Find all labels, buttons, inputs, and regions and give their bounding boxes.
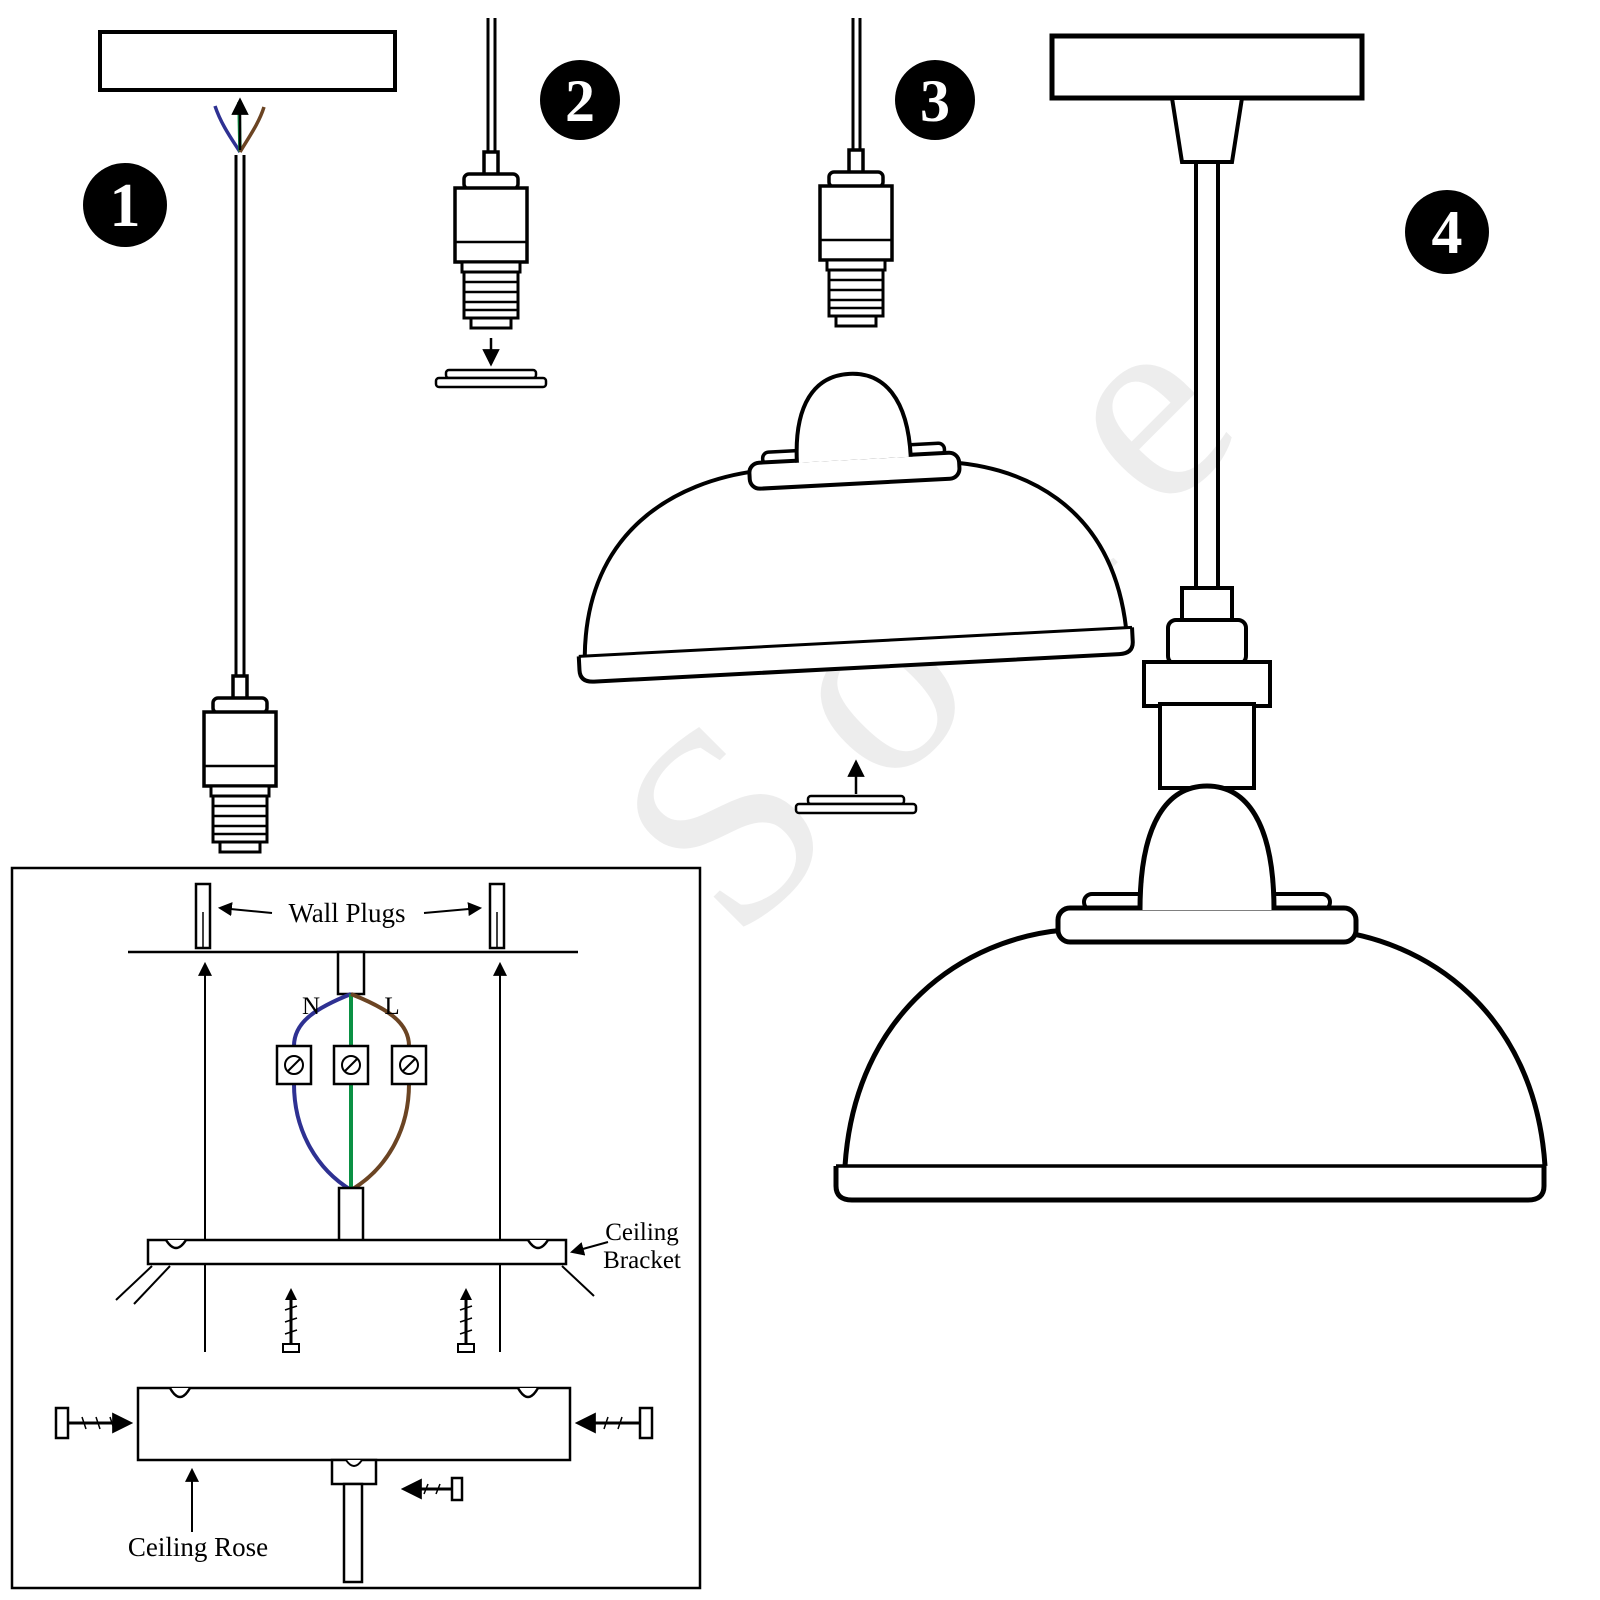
ceiling-plate	[98, 30, 397, 92]
socket-body	[1158, 702, 1256, 790]
neutral-wire	[292, 992, 353, 1192]
ceiling-rose	[136, 1386, 572, 1462]
ceiling-plate	[1049, 33, 1365, 101]
step2-number: 2	[565, 68, 595, 134]
step1-badge: 1	[83, 163, 167, 247]
terminal-block	[275, 1044, 428, 1086]
cord-grip	[330, 1458, 464, 1502]
step2-socket-washer	[434, 18, 548, 389]
live-label: L	[384, 993, 399, 1020]
lamp-socket	[453, 150, 529, 330]
socket-cap	[1166, 618, 1248, 666]
wall-plugs-label: Wall Plugs	[288, 898, 405, 928]
step3-badge: 3	[895, 60, 975, 140]
bracket-label-line2: Bracket	[603, 1247, 681, 1274]
rose-screw-left	[54, 1406, 134, 1440]
shade-neck-knob	[794, 371, 913, 463]
step1-number: 1	[110, 172, 141, 240]
step3-shade-assembly	[576, 18, 1135, 815]
neutral-label: N	[302, 993, 320, 1020]
supply-cable	[336, 950, 366, 996]
live-wire	[238, 106, 266, 153]
step1-cord-set	[98, 30, 397, 854]
shade-rim-line	[578, 625, 1133, 658]
shade-rim	[576, 627, 1135, 684]
step4-number: 4	[1432, 199, 1463, 267]
wall-plug-left-arrow	[217, 902, 273, 917]
shade-rim	[833, 1166, 1547, 1203]
shade-dome-body	[842, 927, 1548, 1167]
live-wire	[349, 992, 411, 1192]
neutral-wire	[213, 105, 242, 153]
step2-badge: 2	[540, 60, 620, 140]
shade-neck-knob	[1137, 783, 1277, 911]
rose-label: Ceiling Rose	[128, 1532, 268, 1562]
ceiling-bracket	[115, 1238, 595, 1305]
bracket-screw-left	[282, 1288, 300, 1353]
lamp-socket	[818, 148, 894, 328]
rod-collar	[1180, 586, 1234, 624]
wiring-diagram: Wall Plugs N L	[10, 866, 702, 1590]
plate-coupler	[1169, 96, 1245, 164]
dome-shade	[576, 371, 1135, 684]
shade-collar	[1055, 905, 1359, 945]
pendant-cable	[337, 1186, 365, 1246]
bracket-screw-right	[457, 1288, 475, 1353]
bracket-leader-arrow	[569, 1241, 609, 1256]
step4-badge: 4	[1405, 190, 1489, 274]
step4-assembled-fixture	[833, 33, 1548, 1203]
rose-screw-right	[574, 1406, 654, 1440]
lamp-socket	[202, 674, 278, 854]
shade-ring	[794, 802, 918, 815]
step3-number: 3	[920, 68, 950, 134]
shade-ring	[434, 376, 548, 389]
bracket-label-line1: Ceiling	[605, 1219, 679, 1246]
wall-plug-right-arrow	[423, 902, 483, 917]
pendant-cord-bottom	[342, 1482, 364, 1584]
socket-flange	[1142, 660, 1272, 708]
